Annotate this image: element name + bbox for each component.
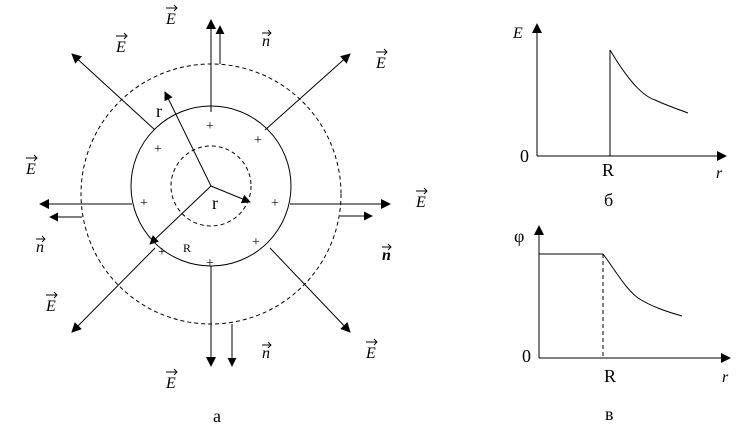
svg-text:E: E	[115, 39, 126, 56]
field-line-lower-right	[269, 247, 351, 333]
outer-radius-label: r	[156, 101, 162, 121]
field-label-right: E	[415, 187, 428, 211]
field-curve	[609, 49, 689, 114]
graph-potential: φ r 0 R в	[514, 225, 731, 424]
field-label-upper-right: E	[375, 48, 388, 72]
charge-sign: +	[158, 245, 166, 260]
field-label-top: E	[165, 4, 178, 28]
field-label-lower-left: E	[45, 291, 58, 315]
charge-sign: +	[254, 133, 262, 148]
sphere-radius-label: R	[183, 241, 191, 255]
graph-b-caption: б	[604, 190, 613, 210]
svg-text:E: E	[365, 345, 376, 362]
origin-label: 0	[520, 146, 529, 166]
charge-sign: +	[206, 119, 214, 134]
inner-radius-label: r	[212, 193, 218, 213]
figure-a-caption: а	[213, 406, 221, 426]
radius-sphere-arrow	[149, 185, 212, 245]
origin-label: 0	[522, 346, 531, 366]
charge-sign: +	[252, 235, 260, 250]
normal-label-top: n	[262, 29, 272, 50]
x-axis-label: r	[716, 165, 723, 182]
svg-text:n: n	[36, 239, 44, 256]
sphere-diagram: + + + + + + + + r r R E E E E E	[25, 4, 428, 426]
svg-text:E: E	[165, 11, 176, 28]
field-label-upper-left: E	[115, 32, 128, 56]
charge-sign: +	[140, 196, 148, 211]
svg-text:E: E	[165, 375, 176, 392]
svg-text:E: E	[25, 161, 36, 178]
potential-curve	[602, 253, 683, 317]
field-label-lower-right: E	[365, 338, 378, 362]
charge-sign: +	[206, 256, 214, 271]
inner-gaussian-surface	[170, 145, 252, 227]
normal-label-right: n	[382, 243, 392, 264]
normal-label-bottom: n	[262, 341, 272, 362]
graph-field-strength: E r 0 R б	[512, 23, 727, 210]
radius-outer-arrow	[164, 91, 212, 187]
field-label-bottom: E	[165, 368, 178, 392]
field-line-upper-right	[264, 53, 351, 131]
svg-text:n: n	[262, 345, 270, 362]
x-axis-label: r	[722, 369, 729, 386]
graph-v-caption: в	[605, 404, 614, 424]
field-label-left: E	[25, 154, 38, 178]
svg-text:E: E	[45, 298, 56, 315]
radius-inner-arrow	[210, 185, 251, 204]
y-axis-label: E	[512, 25, 523, 42]
radius-mark-label: R	[602, 160, 614, 180]
svg-text:E: E	[375, 55, 386, 72]
svg-text:E: E	[415, 194, 426, 211]
field-line-lower-left	[71, 247, 156, 333]
y-axis-label: φ	[514, 226, 524, 246]
svg-text:n: n	[382, 247, 391, 264]
field-line-upper-left	[71, 53, 156, 131]
radius-mark-label: R	[604, 366, 616, 386]
normal-label-left: n	[36, 235, 46, 256]
charge-sign: +	[154, 142, 162, 157]
charge-sign: +	[271, 196, 279, 211]
svg-text:n: n	[262, 33, 270, 50]
